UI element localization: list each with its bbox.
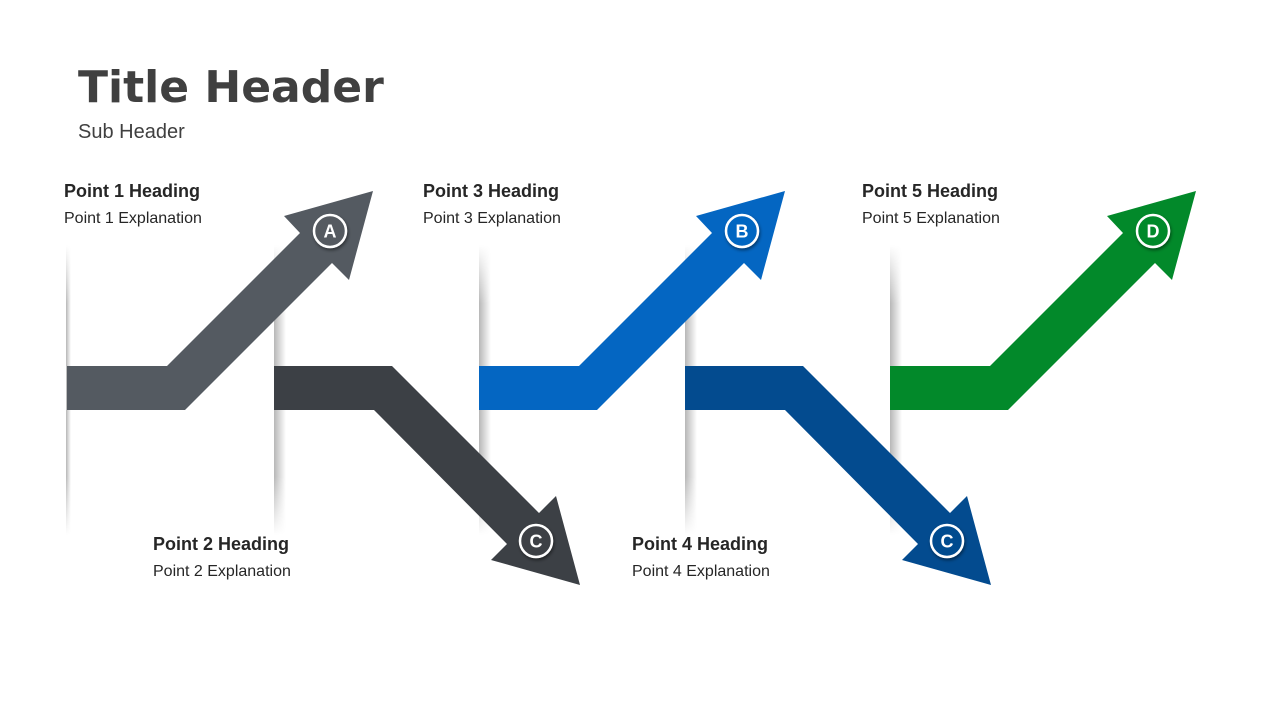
point-5-heading: Point 5 Heading <box>862 181 999 201</box>
badge-letter: D <box>1147 222 1160 242</box>
point-3-heading: Point 3 Heading <box>423 181 560 201</box>
point-3-explanation: Point 3 Explanation <box>423 210 561 227</box>
arrow-5 <box>890 191 1196 410</box>
badge-3: B <box>724 213 760 249</box>
badge-letter: C <box>530 532 543 552</box>
badge-letter: B <box>736 222 749 242</box>
point-2-heading: Point 2 Heading <box>153 534 290 554</box>
point-1-heading: Point 1 Heading <box>64 181 201 201</box>
badge-circle <box>724 213 760 249</box>
point-1-explanation: Point 1 Explanation <box>64 210 202 227</box>
badge-circle <box>518 523 554 559</box>
badge-circle <box>1135 213 1171 249</box>
badge-4: C <box>929 523 965 559</box>
arrow-1 <box>67 191 373 410</box>
badge-2: C <box>518 523 554 559</box>
arrow-3 <box>479 191 785 410</box>
badge-circle <box>929 523 965 559</box>
page-title: Title Header <box>78 62 384 113</box>
point-5-explanation: Point 5 Explanation <box>862 210 1000 227</box>
badge-5: D <box>1135 213 1171 249</box>
arrows-group <box>67 191 1196 585</box>
badges-group: A C B C D <box>312 213 1171 559</box>
page-subtitle: Sub Header <box>78 121 185 143</box>
arrow-2 <box>274 366 580 585</box>
point-2-explanation: Point 2 Explanation <box>153 563 291 580</box>
badge-letter: A <box>324 222 337 242</box>
arrow-4 <box>685 366 991 585</box>
point-4-explanation: Point 4 Explanation <box>632 563 770 580</box>
badge-letter: C <box>941 532 954 552</box>
point-4-heading: Point 4 Heading <box>632 534 769 554</box>
badge-1: A <box>312 213 348 249</box>
badge-circle <box>312 213 348 249</box>
